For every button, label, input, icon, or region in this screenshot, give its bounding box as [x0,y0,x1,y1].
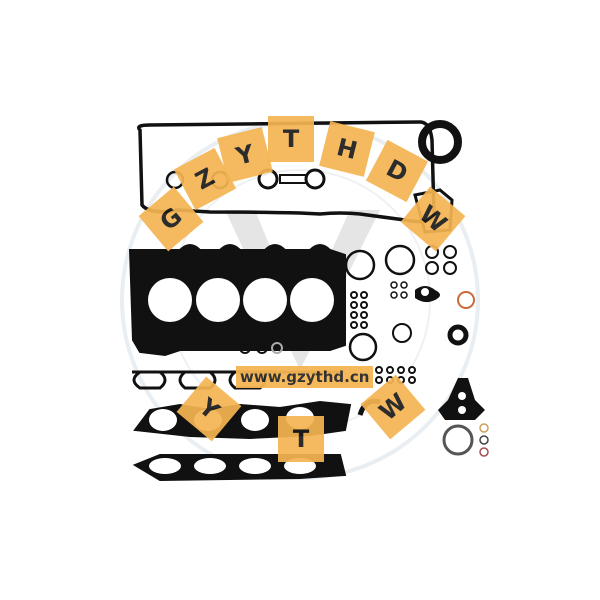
watermark-url: www.gzythd.cn [236,366,374,388]
watermark-letter-t: T [268,116,314,162]
watermark-letter-t-lower: T [278,416,324,462]
